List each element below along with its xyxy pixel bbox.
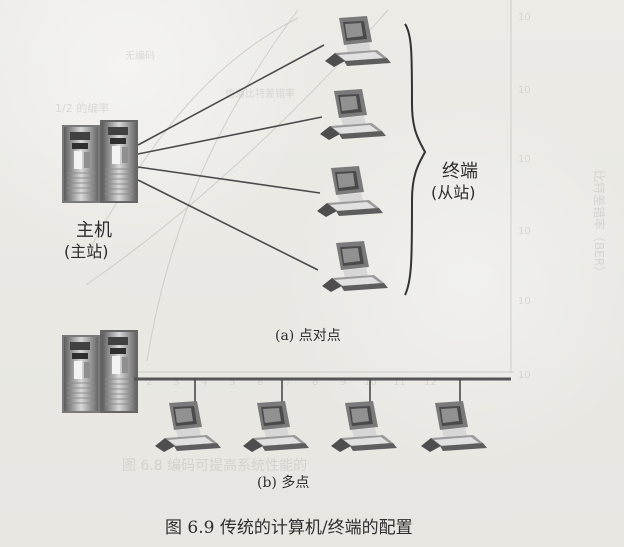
ghost-axis-tick: 10 [518, 296, 531, 307]
multipoint-terminal-2 [243, 401, 309, 452]
terminal-sub-label: (从站) [431, 183, 476, 202]
ghost-bottom-number: 2 [146, 377, 152, 388]
terminal-computer-2 [320, 89, 386, 140]
ghost-bottom-number: 7 [285, 377, 291, 388]
ghost-caption-fig-68: 图 6.8 编码可提高系统性能的 [122, 457, 307, 474]
ghost-axis-tick: 10 [518, 226, 531, 237]
ghost-bottom-number: 3 [173, 377, 179, 388]
ghost-text-uncoded: 无编码 [125, 49, 155, 62]
ghost-bottom-number: 6 [257, 377, 263, 388]
ghost-axis-tick: 10 [518, 85, 531, 96]
host-computer [61, 119, 139, 204]
multipoint-caption: (b) 多点 [257, 474, 309, 491]
ghost-bottom-number: 12 [424, 377, 437, 388]
ghost-bottom-number: 9 [340, 377, 346, 388]
multipoint-terminal-1 [155, 401, 221, 452]
ghost-axis-tick: 10 [518, 370, 531, 381]
ghost-bottom-number: 4 [201, 377, 207, 388]
point-to-point-configuration: 主机 (主站) 终端 (从站) (a) 点对点 [61, 16, 478, 344]
ghost-bottom-number: 8 [312, 377, 318, 388]
ghost-axis-tick: 10 [518, 154, 531, 165]
terminal-computer-1 [325, 16, 391, 67]
figure-caption: 图 6.9 传统的计算机/终端的配置 [165, 518, 413, 538]
host-label: 主机 [76, 220, 112, 241]
point-to-point-caption: (a) 点对点 [275, 328, 341, 344]
multipoint-terminal-3 [331, 401, 397, 452]
host-sub-label: (主站) [64, 242, 109, 261]
terminal-computer-4 [322, 241, 388, 292]
ghost-text-channel-ber: 信道比特差错率 [225, 87, 295, 100]
terminal-group-brace [404, 23, 427, 296]
ghost-axis-tick: 10 [518, 12, 531, 23]
terminal-label: 终端 [442, 161, 478, 182]
ghost-bottom-number: 11 [393, 377, 406, 388]
terminal-computer-3 [317, 166, 383, 217]
ghost-bottom-number: 5 [229, 377, 235, 388]
multipoint-terminal-4 [421, 401, 487, 452]
ghost-axis-title: 比特差错率（BER） [592, 170, 607, 278]
multipoint-host-computer [61, 329, 139, 414]
multipoint-configuration: (b) 多点 [61, 329, 511, 491]
ghost-text-coding-rate: 1/2 的编率 [55, 101, 109, 115]
